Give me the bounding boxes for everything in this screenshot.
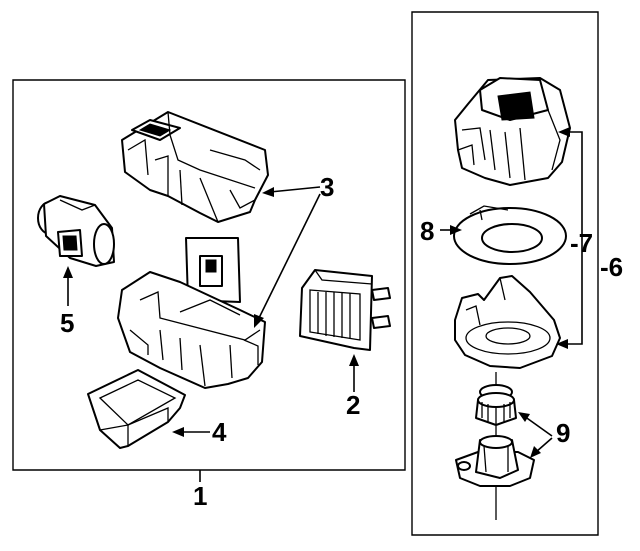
callout-4: 4: [212, 417, 227, 447]
arrow-2: [349, 354, 359, 366]
group-6-frame: [411, 11, 599, 536]
callout-1: 1: [193, 481, 207, 511]
group-1-frame: [12, 79, 406, 471]
blower-housing-lower: [454, 275, 561, 369]
heater-case-upper: [121, 111, 269, 223]
drain-tray: [87, 369, 186, 449]
arrow-5: [63, 266, 73, 278]
leader-3b: [257, 193, 321, 321]
callout-7: -7: [570, 228, 593, 258]
callout-8: 8: [420, 216, 434, 246]
blower-housing-upper: [454, 77, 571, 186]
blower-motor-wheel: [475, 372, 517, 426]
callout-6: -6: [600, 252, 623, 282]
bracket-7: [566, 131, 583, 345]
arrow-3a: [262, 187, 274, 197]
callout-5: 5: [60, 308, 74, 338]
blower-motor: [455, 426, 535, 520]
callout-2: 2: [346, 390, 360, 420]
arrow-3b: [254, 314, 264, 328]
arrow-7b: [556, 339, 568, 349]
arrow-8: [450, 225, 462, 235]
arrow-4: [172, 427, 184, 437]
heater-case-lower: [117, 237, 266, 389]
arrow-9a: [518, 412, 530, 422]
leader-9a: [523, 415, 553, 437]
leader-9b: [535, 437, 553, 453]
air-duct: [37, 195, 115, 267]
heater-core: [299, 269, 391, 351]
callout-9: 9: [556, 418, 570, 448]
arrow-7a: [558, 127, 570, 137]
leader-3a: [269, 186, 321, 193]
arrow-9b: [530, 446, 541, 458]
blower-seal: [453, 205, 567, 265]
callout-3: 3: [320, 172, 334, 202]
